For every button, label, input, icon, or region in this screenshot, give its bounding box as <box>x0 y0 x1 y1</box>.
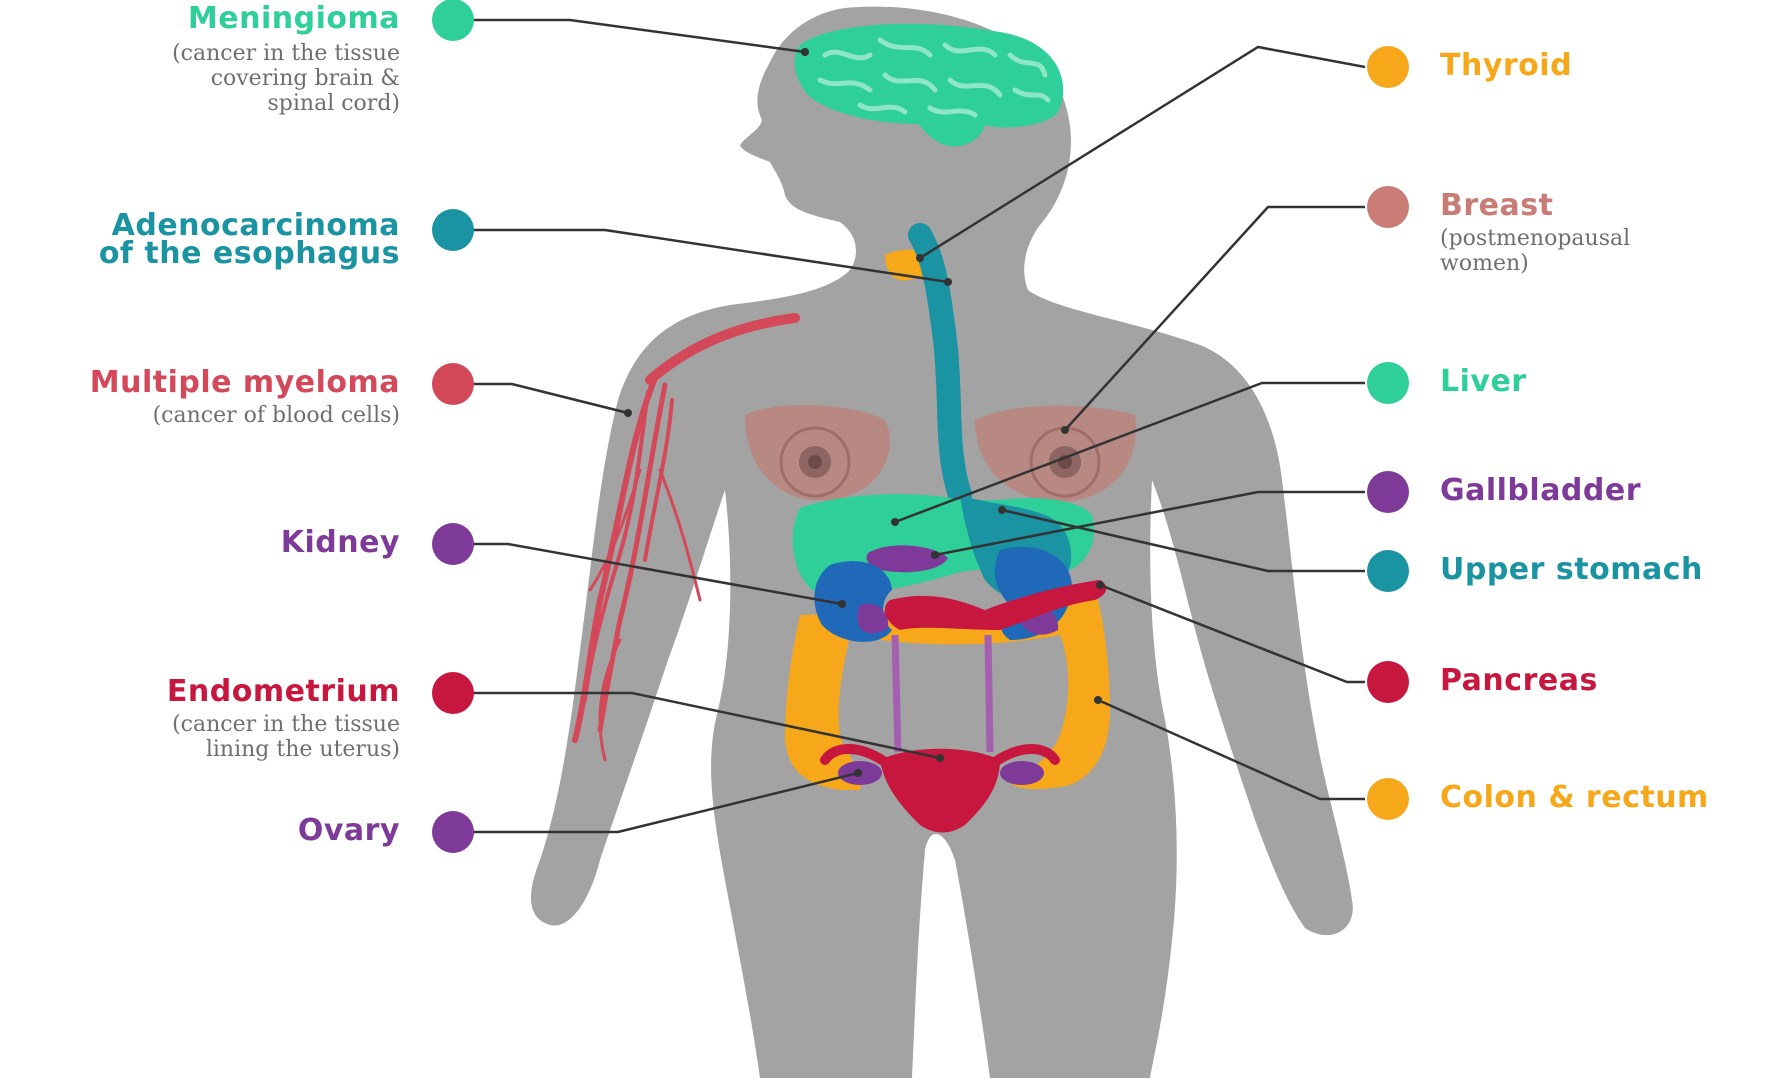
label-upper-stomach: Upper stomach <box>1440 556 1703 584</box>
title-gallbladder: Gallbladder <box>1440 477 1641 505</box>
title-thyroid: Thyroid <box>1440 52 1572 80</box>
label-kidney: Kidney <box>281 529 400 557</box>
label-colon: Colon & rectum <box>1440 784 1709 812</box>
sub-meningioma-1: (cancer in the tissue <box>172 41 400 66</box>
sub-meningioma-3: spinal cord) <box>172 91 400 116</box>
sub-endometrium-1: (cancer in the tissue <box>167 712 400 737</box>
label-ovary: Ovary <box>298 817 400 845</box>
dot-liver <box>1367 362 1409 404</box>
dot-gallbladder <box>1367 471 1409 513</box>
sub-breast-1: (postmenopausal <box>1440 226 1630 251</box>
label-thyroid: Thyroid <box>1440 52 1572 80</box>
title-kidney: Kidney <box>281 529 400 557</box>
sub-myeloma-1: (cancer of blood cells) <box>90 403 400 428</box>
leader-meningioma <box>470 20 805 52</box>
label-myeloma: Multiple myeloma (cancer of blood cells) <box>90 369 400 428</box>
label-pancreas: Pancreas <box>1440 667 1598 695</box>
label-breast: Breast (postmenopausal women) <box>1440 192 1630 276</box>
label-esophagus: Adenocarcinoma of the esophagus <box>99 212 400 268</box>
label-liver: Liver <box>1440 368 1527 396</box>
title-upper-stomach: Upper stomach <box>1440 556 1703 584</box>
title-ovary: Ovary <box>298 817 400 845</box>
title-myeloma: Multiple myeloma <box>90 369 400 397</box>
dot-kidney <box>432 523 474 565</box>
dot-esophagus <box>432 209 474 251</box>
title-meningioma: Meningioma <box>172 5 400 33</box>
title-colon: Colon & rectum <box>1440 784 1709 812</box>
leader-myeloma <box>470 384 628 413</box>
title-liver: Liver <box>1440 368 1527 396</box>
dot-endometrium <box>432 672 474 714</box>
sub-meningioma-2: covering brain & <box>172 66 400 91</box>
dot-breast <box>1367 186 1409 228</box>
dot-pancreas <box>1367 661 1409 703</box>
label-gallbladder: Gallbladder <box>1440 477 1641 505</box>
sub-breast-2: women) <box>1440 251 1630 276</box>
sub-endometrium-2: lining the uterus) <box>167 737 400 762</box>
dot-upper-stomach <box>1367 550 1409 592</box>
title-esophagus-2: of the esophagus <box>99 240 400 268</box>
dot-myeloma <box>432 363 474 405</box>
dot-thyroid <box>1367 46 1409 88</box>
dot-ovary <box>432 811 474 853</box>
dot-meningioma <box>432 0 474 41</box>
title-pancreas: Pancreas <box>1440 667 1598 695</box>
label-meningioma: Meningioma (cancer in the tissue coverin… <box>172 5 400 116</box>
title-endometrium: Endometrium <box>167 678 400 706</box>
title-breast: Breast <box>1440 192 1630 220</box>
label-endometrium: Endometrium (cancer in the tissue lining… <box>167 678 400 762</box>
dot-colon <box>1367 778 1409 820</box>
